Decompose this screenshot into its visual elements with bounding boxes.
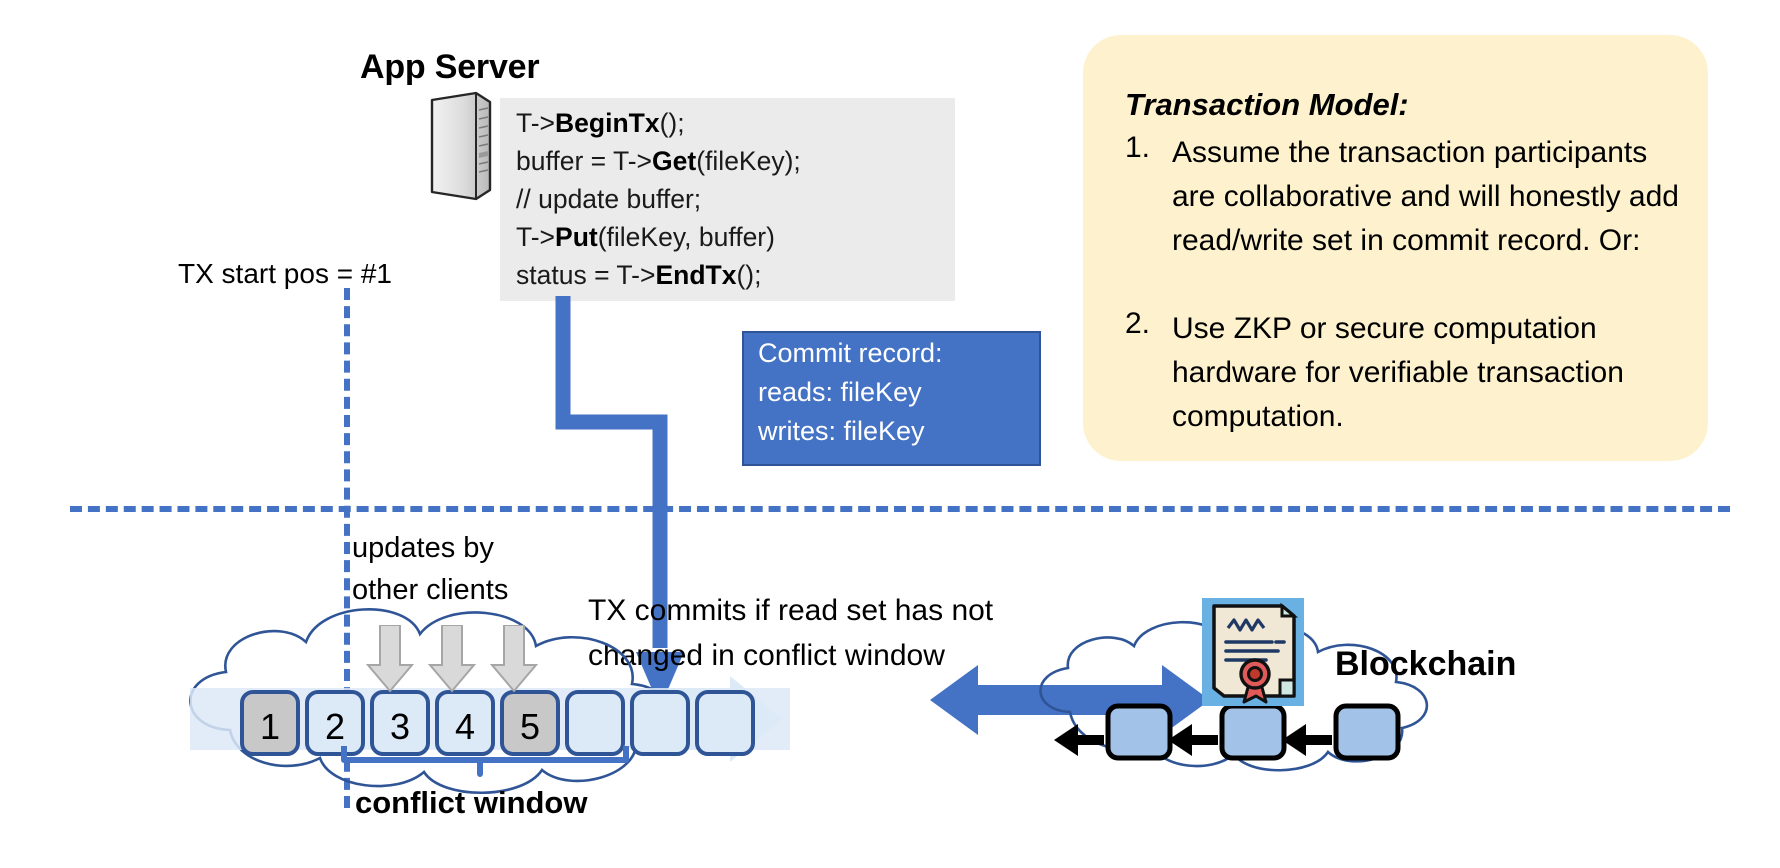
blockchain-block [1333,703,1401,761]
tx-start-dashed-line [344,288,350,808]
server-icon [430,91,492,201]
code-text: (fileKey, buffer) [597,222,775,252]
code-keyword: EndTx [655,260,737,290]
code-text: T-> [516,108,556,138]
code-line-1: T->BeginTx(); [516,104,966,142]
code-keyword: BeginTx [555,108,660,138]
ledger-block-label: 4 [455,706,475,747]
ledger-block [305,690,365,756]
layer-divider [70,506,1730,512]
text-line: changed in conflict window [588,639,945,672]
ledger-block [695,690,755,756]
certificate-icon [1202,598,1304,706]
ledger-block [435,690,495,756]
ledger-block-label: 5 [520,706,540,747]
transaction-model-item-2-number: 2. [1125,307,1151,340]
code-block: T->BeginTx(); buffer = T->Get(fileKey); … [516,104,966,294]
ledger-block-label: 2 [325,706,345,747]
code-text: T-> [516,222,556,252]
code-line-4: T->Put(fileKey, buffer) [516,218,966,256]
ledger-block [370,690,430,756]
commit-record-reads: reads: fileKey [758,377,922,407]
commit-record-writes: writes: fileKey [758,416,925,446]
code-line-3: // update buffer; [516,180,966,218]
code-text: (); [736,260,762,290]
ledger-block-label: 3 [390,706,410,747]
code-keyword: Put [555,222,598,252]
text-line: updates by [352,532,494,564]
ledger-block [565,690,625,756]
ledger-block [240,690,300,756]
commit-record-text: Commit record: reads: fileKey writes: fi… [758,334,1058,451]
tx-commits-label: TX commits if read set has not changed in… [588,588,993,678]
blockchain-block [1105,703,1173,761]
transaction-model-item-1-text: Assume the transaction participants are … [1172,136,1679,257]
code-text: buffer = T-> [516,146,653,176]
transaction-model-item-2-text: Use ZKP or secure computation hardware f… [1172,312,1624,433]
transaction-model-title: Transaction Model: [1125,87,1409,122]
text-line: other clients [352,574,509,606]
commit-flow-arrow [555,296,684,708]
tx-start-pos-label: TX start pos = #1 [178,258,392,289]
conflict-window-brace [341,746,629,777]
conflict-window-label: conflict window [355,785,588,820]
ledger-block [500,690,560,756]
blockchain-link-arrow [1054,724,1104,756]
code-text: (); [659,108,685,138]
transaction-model-item-1-number: 1. [1125,131,1151,164]
commit-record-box [742,331,1041,466]
text-line: TX commits if read set has not [588,594,994,627]
other-client-update-arrows [365,625,539,693]
ledger-block-label: 1 [260,706,280,747]
blockchain-link-arrow [1168,724,1218,756]
code-line-5: status = T->EndTx(); [516,256,966,294]
blockchain-link-arrow [1282,724,1332,756]
updates-by-other-clients-label: updates by other clients [352,527,508,611]
code-keyword: Get [652,146,697,176]
ledger-block [630,690,690,756]
code-text: (fileKey); [696,146,801,176]
blockchain-label: Blockchain [1335,645,1517,683]
app-server-title: App Server [360,48,540,86]
commit-record-title: Commit record: [758,338,943,368]
code-text: status = T-> [516,260,656,290]
ledger-blocks: 1 2 3 4 5 [240,690,755,756]
blockchain-block [1219,703,1287,761]
blockchain-diagram [1039,620,1429,772]
ledger-blockchain-sync-arrow [930,665,1210,735]
code-line-2: buffer = T->Get(fileKey); [516,142,966,180]
code-comment: // update buffer; [516,184,702,214]
transaction-model-panel [1083,35,1708,461]
code-block-background [500,98,955,301]
